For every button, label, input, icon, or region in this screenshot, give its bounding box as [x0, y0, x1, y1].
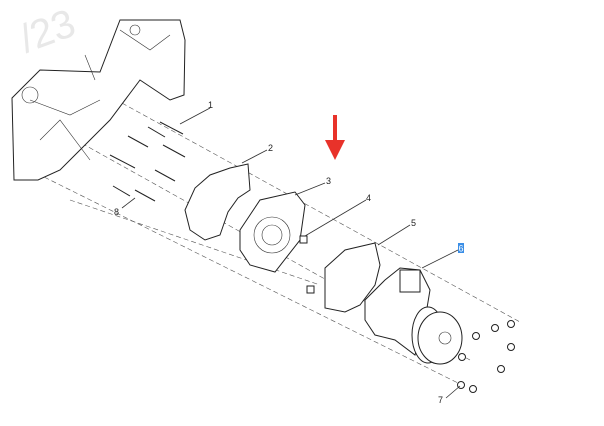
callout-4[interactable]: 4 [304, 193, 371, 237]
water-pump [364, 267, 463, 365]
plug [299, 235, 308, 244]
callout-label: 7 [438, 395, 443, 405]
gasket-front-cover [184, 163, 251, 241]
callout-5[interactable]: 5 [377, 218, 416, 246]
callout-2[interactable]: 2 [241, 143, 273, 164]
selection-highlight [458, 243, 464, 253]
gasket-water-pump [324, 242, 381, 313]
callout-label: 5 [411, 218, 416, 228]
callout-6[interactable]: 6 [421, 243, 464, 269]
callout-8[interactable]: 8 [114, 197, 136, 217]
nuts [457, 320, 515, 393]
callout-label: 2 [268, 143, 273, 153]
callout-7[interactable]: 7 [438, 385, 461, 405]
red-down-arrow-icon [325, 115, 345, 160]
callout-3[interactable]: 3 [294, 176, 331, 196]
callout-label: 1 [208, 100, 213, 110]
pump-housing-plate [239, 191, 306, 273]
callout-label: 3 [326, 176, 331, 186]
callout-label: 8 [114, 207, 119, 217]
plug-lower [306, 285, 315, 294]
callout-label: 4 [366, 193, 371, 203]
callout-label: 6 [459, 244, 464, 254]
studs [109, 121, 186, 202]
callout-1[interactable]: 1 [179, 100, 213, 125]
timing-case-housing [11, 19, 186, 181]
watermark: /23 [14, 1, 81, 61]
